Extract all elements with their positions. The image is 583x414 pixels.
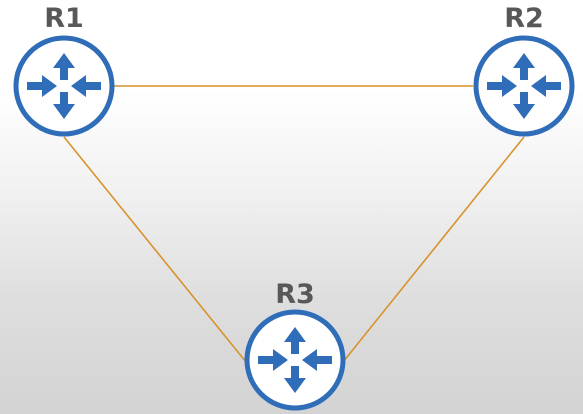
links-layer bbox=[63, 85, 525, 363]
router-r2[interactable] bbox=[473, 35, 575, 137]
router-label-r1: R1 bbox=[44, 3, 84, 34]
router-icon bbox=[473, 35, 575, 137]
router-icon bbox=[13, 35, 115, 137]
router-icon bbox=[244, 309, 346, 411]
router-r3[interactable] bbox=[244, 309, 346, 411]
router-label-r3: R3 bbox=[275, 279, 315, 310]
link-r1-r3 bbox=[63, 136, 247, 363]
router-label-r2: R2 bbox=[504, 3, 544, 34]
link-r2-r3 bbox=[342, 136, 525, 363]
router-r1[interactable] bbox=[13, 35, 115, 137]
